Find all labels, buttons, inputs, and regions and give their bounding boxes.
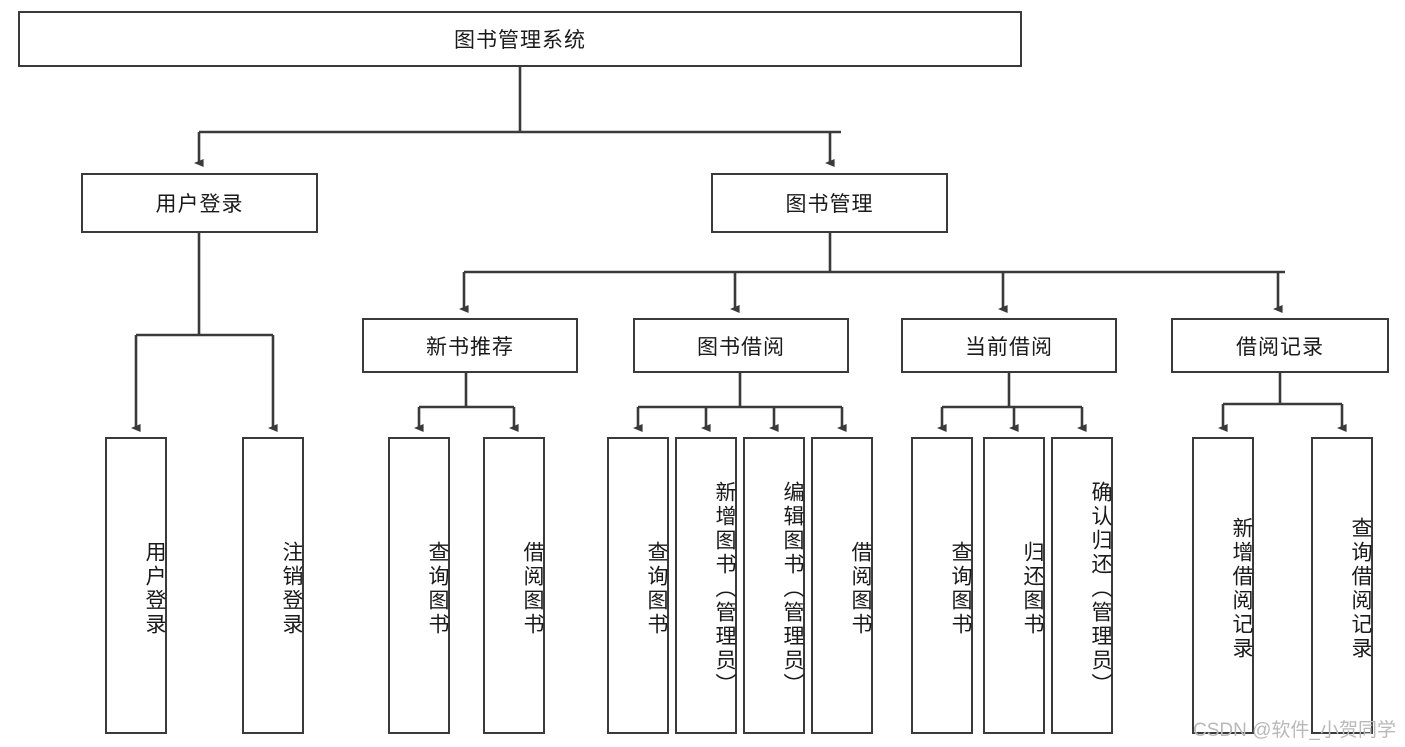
node-leaf-confirm-return-label: 确认归还（管理员） [1089,480,1112,697]
node-current-borrow[interactable]: 当前借阅 [901,318,1117,373]
node-leaf-query-book-cur-label: 查询图书 [949,540,972,637]
node-current-borrow-label: 当前借阅 [965,335,1053,359]
node-leaf-add-record[interactable]: 新增借阅记录 [1192,437,1254,734]
node-borrow-record-label: 借阅记录 [1236,335,1324,359]
node-new-book-rec[interactable]: 新书推荐 [362,318,578,373]
node-leaf-query-book-rec-label: 查询图书 [426,540,449,637]
node-leaf-query-record[interactable]: 查询借阅记录 [1311,437,1373,734]
node-book-manage[interactable]: 图书管理 [711,173,948,233]
node-leaf-return-book-label: 归还图书 [1021,540,1044,637]
node-new-book-rec-label: 新书推荐 [426,335,514,359]
node-leaf-return-book[interactable]: 归还图书 [983,437,1045,734]
node-leaf-logout-label: 注销登录 [280,540,303,637]
node-leaf-query-book-bor-label: 查询图书 [645,540,668,637]
node-book-borrow[interactable]: 图书借阅 [633,318,849,373]
node-root[interactable]: 图书管理系统 [18,11,1022,67]
node-leaf-query-record-label: 查询借阅记录 [1349,516,1372,661]
node-leaf-add-record-label: 新增借阅记录 [1230,516,1253,661]
node-leaf-add-book-label: 新增图书（管理员） [713,480,736,697]
node-leaf-user-login-label: 用户登录 [143,540,166,637]
node-leaf-logout[interactable]: 注销登录 [242,437,304,734]
node-leaf-edit-book[interactable]: 编辑图书（管理员） [743,437,805,734]
node-leaf-query-book-cur[interactable]: 查询图书 [911,437,973,734]
node-leaf-edit-book-label: 编辑图书（管理员） [781,480,804,697]
node-leaf-confirm-return[interactable]: 确认归还（管理员） [1051,437,1113,734]
node-user-login-label: 用户登录 [155,193,244,216]
node-leaf-borrow-book-rec-label: 借阅图书 [521,540,544,637]
node-leaf-borrow-book-bor-label: 借阅图书 [849,540,872,637]
node-book-borrow-label: 图书借阅 [697,335,785,359]
node-leaf-user-login[interactable]: 用户登录 [105,437,167,734]
node-leaf-borrow-book-rec[interactable]: 借阅图书 [483,437,545,734]
node-leaf-query-book-bor[interactable]: 查询图书 [607,437,669,734]
node-book-manage-label: 图书管理 [785,193,874,216]
watermark: CSDN @软件_小贺同学 [1193,720,1396,741]
node-borrow-record[interactable]: 借阅记录 [1171,318,1389,373]
node-leaf-borrow-book-bor[interactable]: 借阅图书 [811,437,873,734]
node-user-login[interactable]: 用户登录 [81,173,318,233]
node-leaf-add-book[interactable]: 新增图书（管理员） [675,437,737,734]
node-leaf-query-book-rec[interactable]: 查询图书 [388,437,450,734]
node-root-label: 图书管理系统 [454,29,586,52]
